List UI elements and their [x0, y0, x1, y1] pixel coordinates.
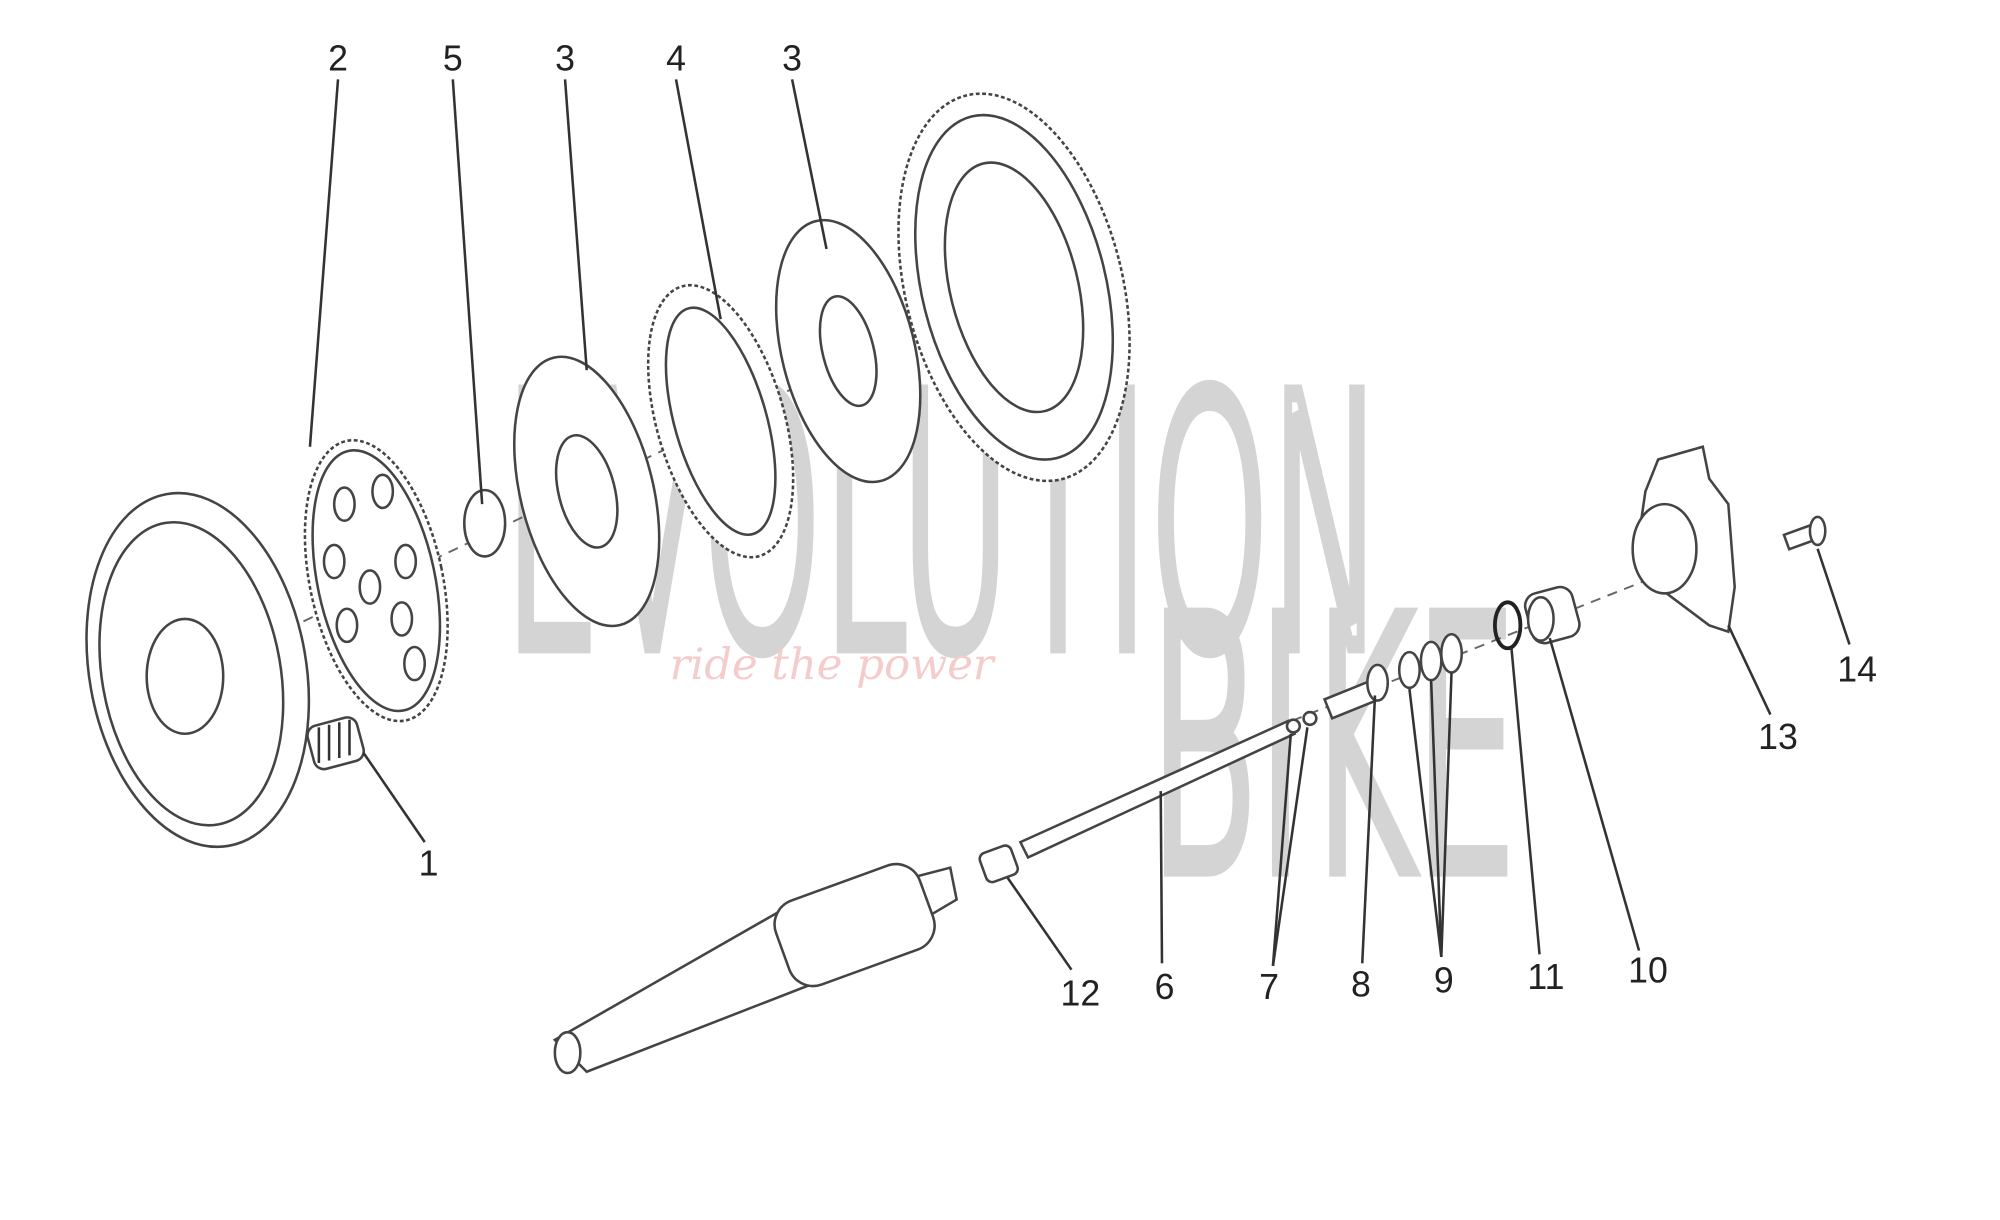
steel-plate-part-4: [646, 283, 795, 559]
main-shaft-part: [552, 862, 959, 1075]
seal-part-9c: [1440, 632, 1464, 674]
callout-9: 9: [1434, 961, 1454, 1001]
callout-6: 6: [1155, 967, 1175, 1007]
callout-11: 11: [1527, 957, 1564, 997]
callout-3b: 3: [782, 38, 802, 78]
watermark-tagline: ride the power: [670, 640, 996, 690]
callout-13: 13: [1758, 717, 1798, 757]
callout-7: 7: [1259, 967, 1279, 1007]
callout-8: 8: [1351, 964, 1371, 1004]
flywheel-part: [85, 491, 311, 849]
friction-disc-part-3b: [774, 218, 922, 484]
callout-5: 5: [443, 38, 463, 78]
watermark-brand-bike: BIKE: [1148, 549, 1518, 950]
seal-part-9a: [1397, 650, 1421, 690]
callout-10: 10: [1628, 950, 1668, 990]
callout-2: 2: [328, 38, 348, 78]
callout-3a: 3: [555, 38, 575, 78]
spring-part-1: [306, 716, 366, 771]
small-gear-part-5: [463, 488, 507, 558]
callout-4: 4: [666, 38, 686, 78]
callout-14: 14: [1837, 649, 1877, 689]
cap-part-10: [1523, 585, 1581, 645]
seal-part-9b: [1419, 640, 1443, 682]
ring-gear-part: [897, 92, 1131, 483]
bushing-part-12: [978, 844, 1020, 884]
leader-lines: [308, 79, 1851, 971]
callout-12: 12: [1060, 973, 1100, 1013]
callout-1: 1: [419, 843, 439, 883]
bolt-part-14: [1782, 515, 1827, 551]
friction-disc-part-3a: [512, 355, 661, 628]
gear-part-2: [303, 438, 449, 723]
ball-part-7a: [1285, 718, 1302, 734]
slave-cylinder-housing-part-13: [1631, 445, 1736, 634]
piston-part-8: [1322, 663, 1390, 720]
o-ring-part-11: [1492, 600, 1523, 651]
push-rod-part-6: [1018, 719, 1297, 860]
ball-part-7b: [1302, 710, 1318, 727]
